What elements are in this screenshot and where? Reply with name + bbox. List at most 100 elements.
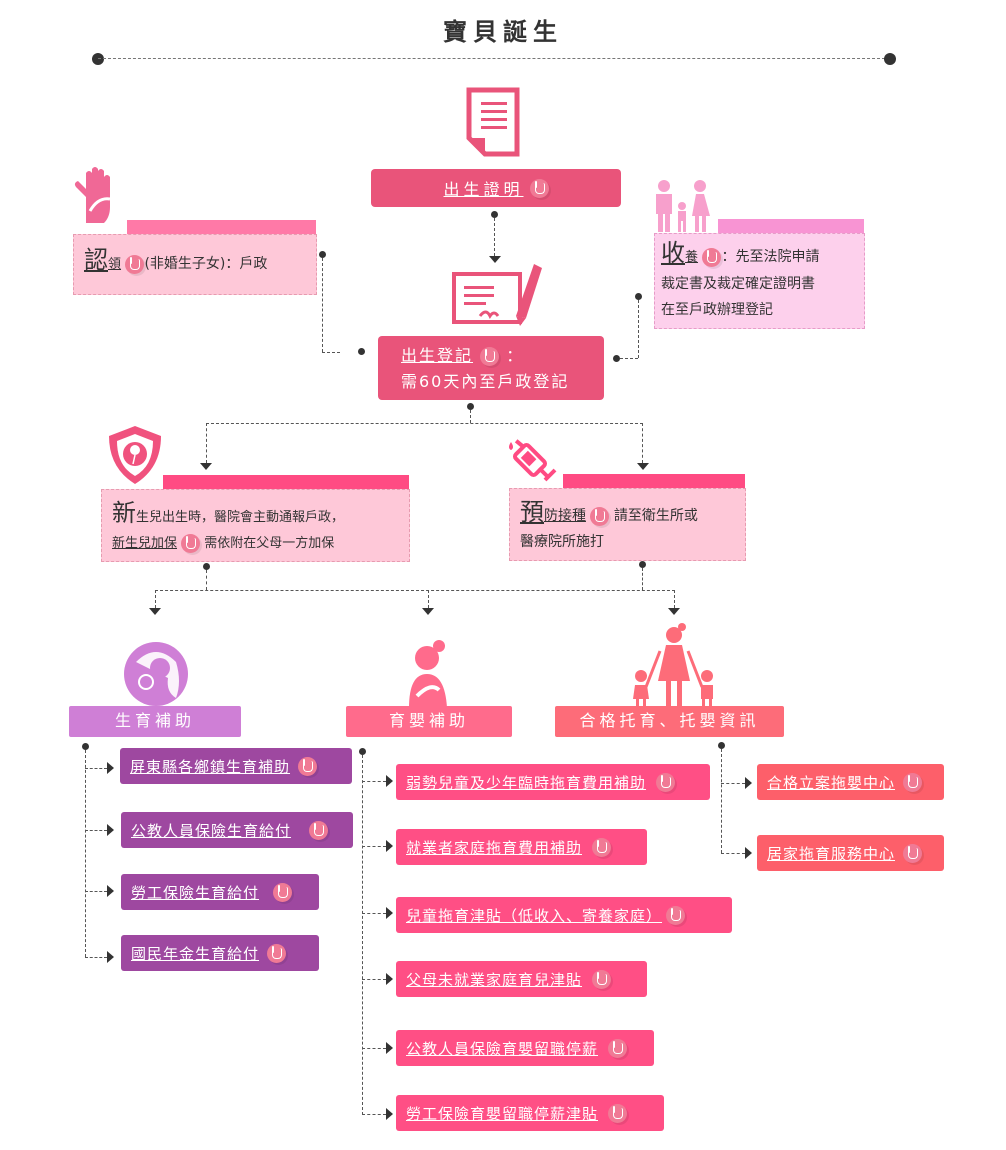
pointer-hand-icon[interactable] (903, 772, 923, 792)
connector-dot (82, 743, 89, 750)
syringe-icon (509, 439, 557, 482)
adoption-header-bar (718, 219, 864, 233)
acknowledgment-big-char: 認 (84, 246, 108, 274)
pointer-hand-icon[interactable] (592, 969, 612, 989)
daycare-info-label[interactable]: 居家拖育服務中心 (767, 844, 896, 863)
childcare-subsidy-label[interactable]: 勞工保險育嬰留職停薪津貼 (406, 1104, 599, 1123)
acknowledgment-box: 認領 (非婚生子女)：戶政 (73, 234, 317, 295)
childcare-subsidy-label[interactable]: 兒童拖育津貼（低收入、寄養家庭） (406, 906, 663, 925)
adoption-big-char: 收 (661, 239, 685, 267)
daycare-info-button[interactable]: 合格立案拖嬰中心 (757, 764, 944, 800)
birth-registration-colon: ： (506, 346, 525, 365)
pointer-hand-icon[interactable] (309, 820, 329, 840)
arrow-right-icon (745, 847, 752, 859)
arrow-down-icon (149, 608, 161, 615)
childcare-subsidy-button[interactable]: 就業者家庭拖育費用補助 (396, 829, 647, 865)
pointer-hand-icon[interactable] (666, 905, 686, 925)
birth-subsidy-button[interactable]: 國民年金生育給付 (121, 935, 319, 971)
arrow-right-icon (107, 951, 114, 963)
birth-subsidy-button[interactable]: 屏東縣各鄉鎮生育補助 (120, 748, 352, 784)
connector-dot (613, 355, 620, 362)
birth-subsidy-label[interactable]: 公教人員保險生育給付 (131, 821, 292, 840)
pointer-hand-icon[interactable] (590, 506, 610, 526)
connector-line (85, 768, 107, 769)
birth-subsidy-button[interactable]: 公教人員保險生育給付 (121, 812, 353, 848)
childcare-subsidy-button[interactable]: 兒童拖育津貼（低收入、寄養家庭） (396, 897, 732, 933)
connector-line (494, 218, 495, 256)
nursing-mother-icon (409, 640, 447, 708)
birth-subsidy-label[interactable]: 勞工保險生育給付 (131, 883, 260, 902)
connector-line (85, 957, 107, 958)
childcare-subsidy-button[interactable]: 父母未就業家庭育兒津貼 (396, 961, 647, 997)
vaccination-text-line1: 請至衛生所或 (613, 508, 698, 524)
vaccination-big-char: 預 (520, 498, 544, 526)
newborn-big-char: 新 (112, 499, 136, 527)
pointer-hand-icon[interactable] (656, 772, 676, 792)
connector-dot (358, 348, 365, 355)
arrow-right-icon (386, 907, 393, 919)
birth-registration-label[interactable]: 出生登記 (401, 346, 474, 365)
shield-icon (109, 426, 161, 484)
pointer-hand-icon[interactable] (273, 882, 293, 902)
connector-line (721, 749, 722, 853)
pointer-hand-icon[interactable] (298, 756, 318, 776)
connector-line (642, 423, 643, 463)
pointer-hand-icon[interactable] (608, 1038, 628, 1058)
pointer-hand-icon[interactable] (181, 534, 201, 553)
childcare-subsidy-button[interactable]: 弱勢兒童及少年臨時拖育費用補助 (396, 764, 710, 800)
childcare-subsidy-button[interactable]: 勞工保險育嬰留職停薪津貼 (396, 1095, 664, 1131)
connector-line (362, 846, 386, 847)
arrow-right-icon (745, 777, 752, 789)
adoption-box: 收養 ：先至法院申請 裁定書及裁定確定證明書 在至戶政辦理登記 (654, 233, 865, 329)
connector-dot (359, 748, 366, 755)
arrow-down-icon (422, 608, 434, 615)
pointer-hand-icon[interactable] (267, 943, 287, 963)
pointer-hand-icon[interactable] (480, 347, 500, 366)
daycare-info-button[interactable]: 居家拖育服務中心 (757, 835, 944, 871)
childcare-subsidy-label[interactable]: 公教人員保險育嬰留職停薪 (406, 1039, 599, 1058)
arrow-down-icon (668, 608, 680, 615)
adoption-text-line1: ：先至法院申請 (721, 249, 820, 265)
birth-subsidy-button[interactable]: 勞工保險生育給付 (121, 874, 319, 910)
connector-line (362, 1114, 386, 1115)
pointer-hand-icon[interactable] (592, 837, 612, 857)
family-icon (656, 180, 710, 232)
newborn-insurance-link[interactable]: 新生兒加保 (112, 536, 178, 551)
arrow-down-icon (637, 463, 649, 470)
helping-hand-icon (74, 167, 111, 223)
connector-line (85, 891, 107, 892)
childcare-subsidy-label[interactable]: 就業者家庭拖育費用補助 (406, 838, 583, 857)
connector-dot (639, 561, 646, 568)
title-divider (98, 58, 890, 59)
connector-line (362, 781, 386, 782)
daycare-info-label[interactable]: 合格立案拖嬰中心 (767, 773, 896, 792)
adoption-text-line3: 在至戶政辦理登記 (661, 302, 773, 318)
arrow-right-icon (386, 973, 393, 985)
birth-certificate-label[interactable]: 出生證明 (443, 180, 524, 199)
acknowledgment-link[interactable]: 領 (108, 257, 122, 272)
birth-certificate-button[interactable]: 出生證明 (371, 169, 621, 207)
vaccination-link[interactable]: 防接種 (544, 508, 586, 524)
connector-line (85, 830, 107, 831)
pointer-hand-icon[interactable] (125, 254, 145, 274)
pointer-hand-icon[interactable] (702, 247, 722, 267)
connector-line (362, 755, 363, 1115)
childcare-subsidy-label[interactable]: 父母未就業家庭育兒津貼 (406, 970, 583, 989)
arrow-down-icon (489, 256, 501, 263)
adoption-link[interactable]: 養 (685, 250, 699, 265)
pointer-hand-icon[interactable] (903, 843, 923, 863)
childcare-subsidy-label[interactable]: 弱勢兒童及少年臨時拖育費用補助 (406, 773, 647, 792)
connector-line (642, 568, 643, 590)
pointer-hand-icon[interactable] (608, 1103, 628, 1123)
birth-subsidy-label[interactable]: 屏東縣各鄉鎮生育補助 (130, 757, 291, 776)
connector-line (206, 423, 643, 424)
connector-line (620, 358, 638, 359)
category-daycare-info: 合格托育、托嬰資訊 (555, 706, 784, 737)
page-title: 寶貝誕生 (443, 18, 563, 46)
connector-dot (203, 563, 210, 570)
connector-line (721, 853, 745, 854)
vaccination-header-bar (563, 474, 745, 488)
childcare-subsidy-button[interactable]: 公教人員保險育嬰留職停薪 (396, 1030, 654, 1066)
pointer-hand-icon[interactable] (529, 178, 549, 198)
birth-subsidy-label[interactable]: 國民年金生育給付 (131, 944, 260, 963)
